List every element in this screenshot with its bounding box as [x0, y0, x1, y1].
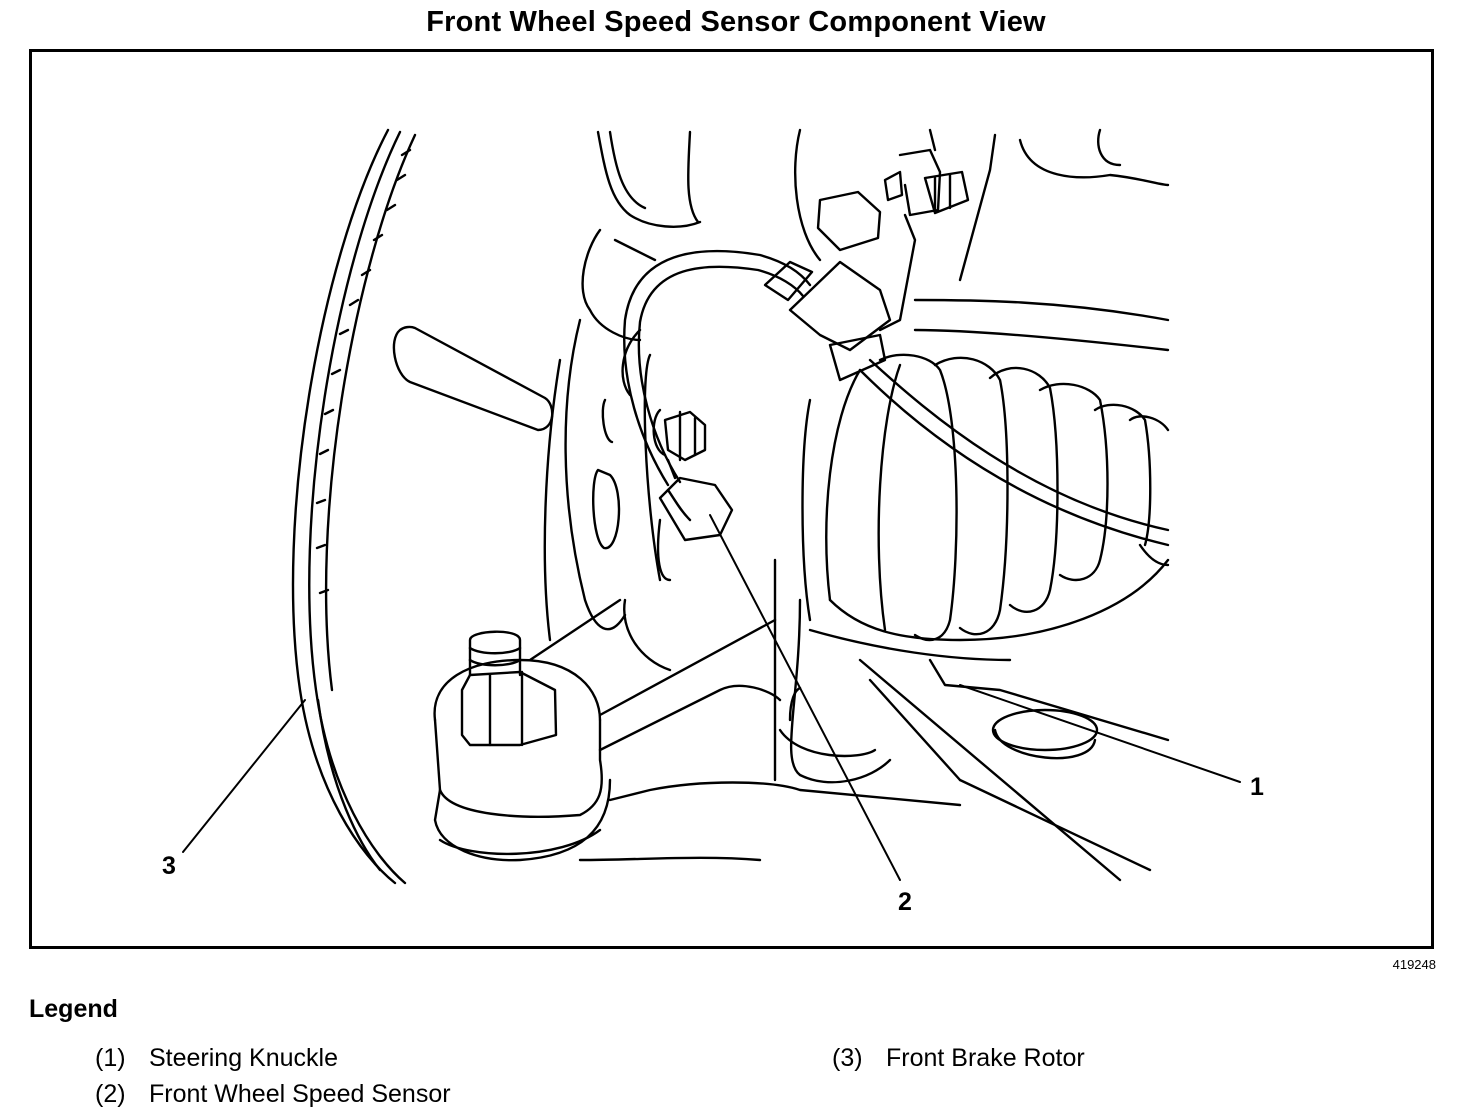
- upper-bracket-shape: [793, 128, 1170, 352]
- steering-knuckle-shape: [778, 598, 1170, 784]
- legend-item-2: (2) Front Wheel Speed Sensor: [95, 1080, 451, 1109]
- diagram-frame: 1 2 3: [29, 49, 1434, 949]
- wheel-speed-sensor-shape: [652, 408, 734, 582]
- leader-line-1: [959, 684, 1241, 783]
- cv-boot-shape: [773, 353, 1170, 782]
- ball-joint-shape: [433, 630, 612, 862]
- legend-item-label: Front Wheel Speed Sensor: [149, 1080, 451, 1108]
- legend-item-1: (1) Steering Knuckle: [95, 1044, 338, 1073]
- leader-line-3: [182, 699, 306, 853]
- leader-lines: [182, 514, 1241, 881]
- legend-item-number: (3): [832, 1044, 863, 1072]
- legend-item-number: (2): [95, 1080, 126, 1108]
- caliper-pin-shape: [392, 325, 554, 432]
- legend-item-label: Front Brake Rotor: [886, 1044, 1085, 1072]
- control-arm-shape: [528, 598, 1152, 882]
- callout-2: 2: [898, 888, 912, 916]
- legend-item-number: (1): [95, 1044, 126, 1072]
- component-illustration: 1 2 3: [162, 128, 1264, 916]
- legend-item-3: (3) Front Brake Rotor: [832, 1044, 1085, 1073]
- leader-line-2: [709, 514, 901, 881]
- callout-3: 3: [162, 852, 176, 880]
- brake-rotor-shape: [291, 128, 417, 885]
- diagram-title: Front Wheel Speed Sensor Component View: [426, 6, 1046, 38]
- callout-1: 1: [1250, 773, 1264, 801]
- knuckle-body-shape: [543, 130, 702, 672]
- sensor-wire-shape: [623, 249, 1170, 547]
- figure-id: 419248: [1392, 957, 1436, 972]
- legend-heading: Legend: [29, 995, 118, 1023]
- legend-item-label: Steering Knuckle: [149, 1044, 339, 1072]
